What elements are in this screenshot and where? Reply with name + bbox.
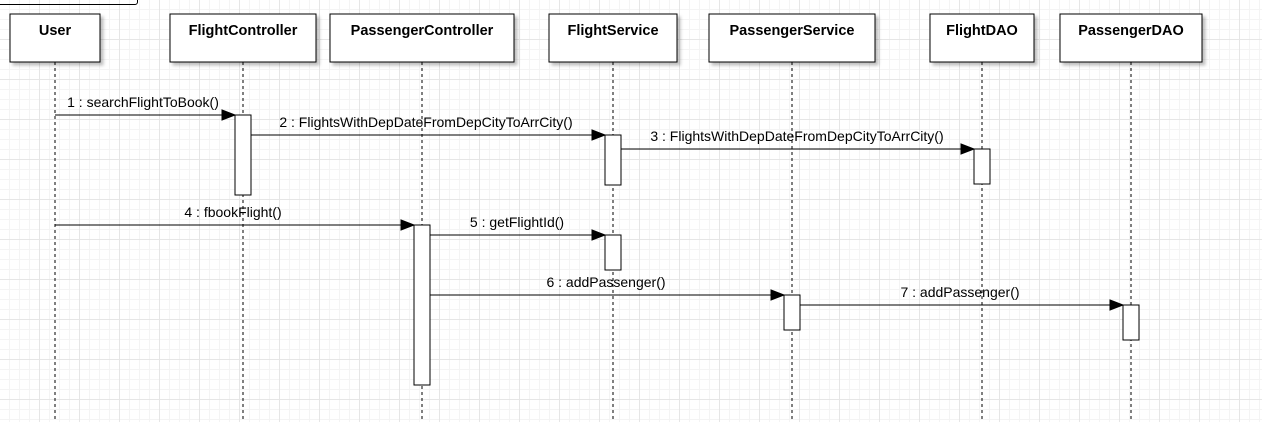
activation-passenger-service[interactable] <box>783 294 801 331</box>
message-label: 7 : addPassenger() <box>900 284 1019 300</box>
participant-box[interactable] <box>708 13 876 63</box>
message-label: 1 : searchFlightToBook() <box>67 94 219 110</box>
participant-flight-controller[interactable]: FlightController <box>169 13 317 63</box>
activation-flight-service-1[interactable] <box>604 134 622 186</box>
arrowhead-icon <box>591 229 607 241</box>
page-frame-corner <box>0 0 138 5</box>
activation-flight-dao[interactable] <box>973 148 991 185</box>
message-label: 2 : FlightsWithDepDateFromDepCityToArrCi… <box>279 114 572 130</box>
message-2[interactable]: 2 : FlightsWithDepDateFromDepCityToArrCi… <box>251 114 607 141</box>
participant-label: FlightService <box>567 23 658 39</box>
activation-flight-service-2[interactable] <box>604 234 622 271</box>
participant-flight-service[interactable]: FlightService <box>548 13 678 63</box>
arrowhead-icon <box>591 129 607 141</box>
messages: 1 : searchFlightToBook() 2 : FlightsWith… <box>55 94 1125 311</box>
arrowhead-icon <box>400 219 416 231</box>
message-label: 3 : FlightsWithDepDateFromDepCityToArrCi… <box>650 128 943 144</box>
participant-flight-dao[interactable]: FlightDAO <box>929 13 1035 63</box>
message-5[interactable]: 5 : getFlightId() <box>430 214 607 241</box>
message-6[interactable]: 6 : addPassenger() <box>430 274 786 301</box>
participant-box[interactable] <box>169 13 317 63</box>
message-1[interactable]: 1 : searchFlightToBook() <box>55 94 237 121</box>
participant-passenger-controller[interactable]: PassengerController <box>329 13 515 63</box>
participant-label: FlightController <box>189 23 298 39</box>
arrowhead-icon <box>221 109 237 121</box>
message-label: 6 : addPassenger() <box>546 274 665 290</box>
activation-bars <box>234 114 1140 386</box>
participant-label: FlightDAO <box>946 23 1018 39</box>
participants: User FlightController PassengerControlle… <box>9 13 1203 63</box>
participant-label: PassengerService <box>730 23 855 39</box>
participant-box[interactable] <box>329 13 515 63</box>
lifelines <box>54 62 1132 422</box>
activation-flight-controller[interactable] <box>234 114 252 196</box>
activation-passenger-dao[interactable] <box>1122 304 1140 341</box>
arrowhead-icon <box>770 289 786 301</box>
arrowhead-icon <box>960 143 976 155</box>
participant-passenger-service[interactable]: PassengerService <box>708 13 876 63</box>
message-label: 5 : getFlightId() <box>470 214 564 230</box>
arrowhead-icon <box>1109 299 1125 311</box>
message-3[interactable]: 3 : FlightsWithDepDateFromDepCityToArrCi… <box>621 128 976 155</box>
participant-box[interactable] <box>9 13 101 63</box>
participant-user[interactable]: User <box>9 13 101 63</box>
participant-box[interactable] <box>1059 13 1203 63</box>
activation-passenger-controller[interactable] <box>413 224 431 386</box>
message-label: 4 : fbookFlight() <box>184 204 281 220</box>
message-7[interactable]: 7 : addPassenger() <box>800 284 1125 311</box>
participant-label: PassengerController <box>351 23 494 39</box>
participant-passenger-dao[interactable]: PassengerDAO <box>1059 13 1203 63</box>
participant-label: User <box>39 23 72 39</box>
participant-box[interactable] <box>548 13 678 63</box>
message-4[interactable]: 4 : fbookFlight() <box>55 204 416 231</box>
participant-label: PassengerDAO <box>1078 23 1184 39</box>
participant-box[interactable] <box>929 13 1035 63</box>
